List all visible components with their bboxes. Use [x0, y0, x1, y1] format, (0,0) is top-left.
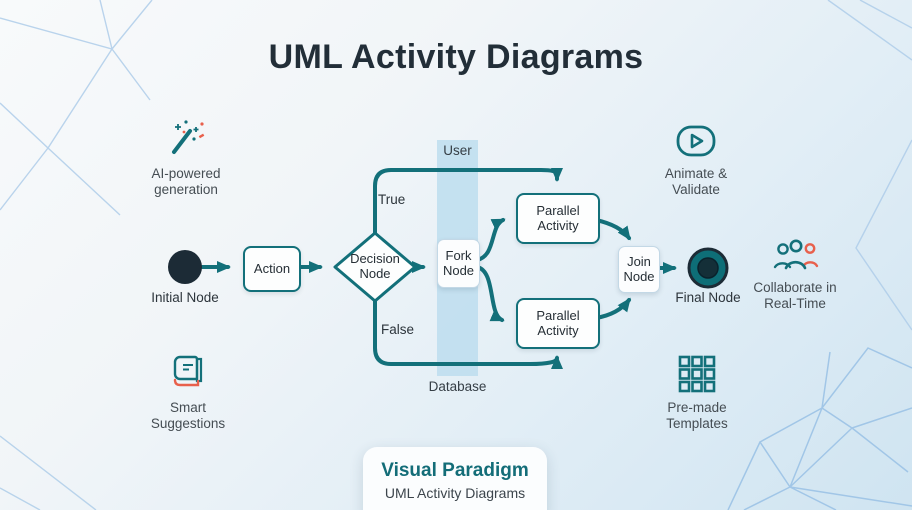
parallel-activity-bottom-node: Parallel Activity: [516, 298, 600, 349]
feature-label: Pre-made Templates: [666, 400, 728, 432]
play-icon: [652, 120, 740, 162]
decision-node-label: Decision Node: [350, 251, 400, 281]
feature-label: AI-powered generation: [151, 166, 221, 198]
swimlane-label-user: User: [443, 143, 472, 158]
edge-true-branch: [373, 168, 563, 242]
action-node: Action: [243, 246, 301, 292]
feature-label: Animate & Validate: [664, 166, 728, 198]
join-node: Join Node: [618, 246, 660, 293]
feature-collaborate-real-time: Collaborate in Real-Time: [744, 234, 846, 313]
brand-subtitle: UML Activity Diagrams: [384, 485, 526, 501]
page-title: UML Activity Diagrams: [268, 38, 644, 76]
grid-icon: [650, 352, 744, 396]
edge-fork-to-parallel-bottom: [475, 265, 505, 322]
parallel-activity-top-node: Parallel Activity: [516, 193, 600, 244]
feature-label: Smart Suggestions: [150, 400, 226, 432]
edge-parallel-bottom-to-join: [594, 297, 631, 320]
brand-name: Visual Paradigm: [381, 460, 529, 481]
edge-false-branch: [373, 292, 563, 370]
brand-card: Visual Paradigm UML Activity Diagrams: [363, 447, 547, 510]
book-icon: [140, 350, 236, 396]
people-icon: [744, 234, 846, 276]
initial-node-label: Initial Node: [151, 290, 219, 305]
final-node-inner-circle: [697, 257, 719, 279]
final-node-label: Final Node: [675, 290, 741, 305]
feature-smart-suggestions: Smart Suggestions: [140, 350, 236, 433]
feature-premade-templates: Pre-made Templates: [650, 352, 744, 433]
initial-node-circle: [168, 250, 202, 284]
feature-ai-powered-generation: AI-powered generation: [138, 116, 234, 199]
edge-parallel-top-to-join: [594, 218, 631, 241]
swimlane-label-database: Database: [428, 379, 487, 394]
true-branch-label: True: [378, 192, 406, 207]
fork-node: Fork Node: [437, 239, 480, 288]
magic-wand-icon: [138, 116, 234, 162]
feature-animate-validate: Animate & Validate: [652, 120, 740, 199]
false-branch-label: False: [381, 322, 415, 337]
feature-label: Collaborate in Real-Time: [753, 280, 837, 312]
edge-fork-to-parallel-top: [475, 218, 506, 262]
decision-node-diamond: [333, 231, 417, 303]
